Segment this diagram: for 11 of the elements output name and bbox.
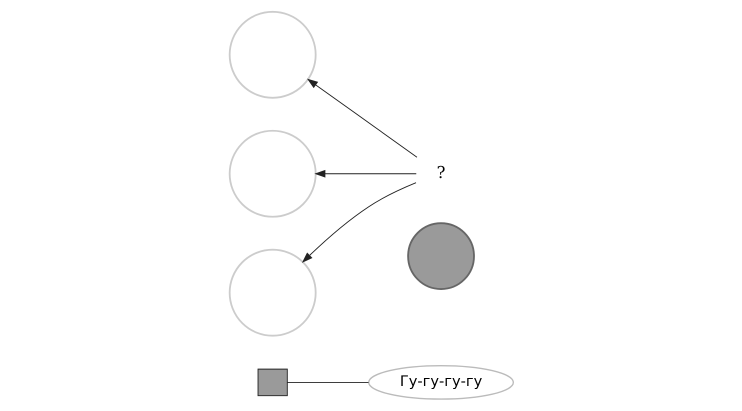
arrow xyxy=(314,170,416,178)
node-circle xyxy=(228,10,316,99)
arrow xyxy=(301,182,416,263)
connector xyxy=(286,382,368,383)
node-ellipse: Гу-гу-гу-гу xyxy=(368,365,514,400)
node-circle xyxy=(406,222,474,290)
node-box xyxy=(257,368,288,396)
node-circle xyxy=(228,130,316,218)
arrow xyxy=(306,78,417,158)
node-circle xyxy=(228,248,316,337)
node-text: ? xyxy=(436,162,445,182)
